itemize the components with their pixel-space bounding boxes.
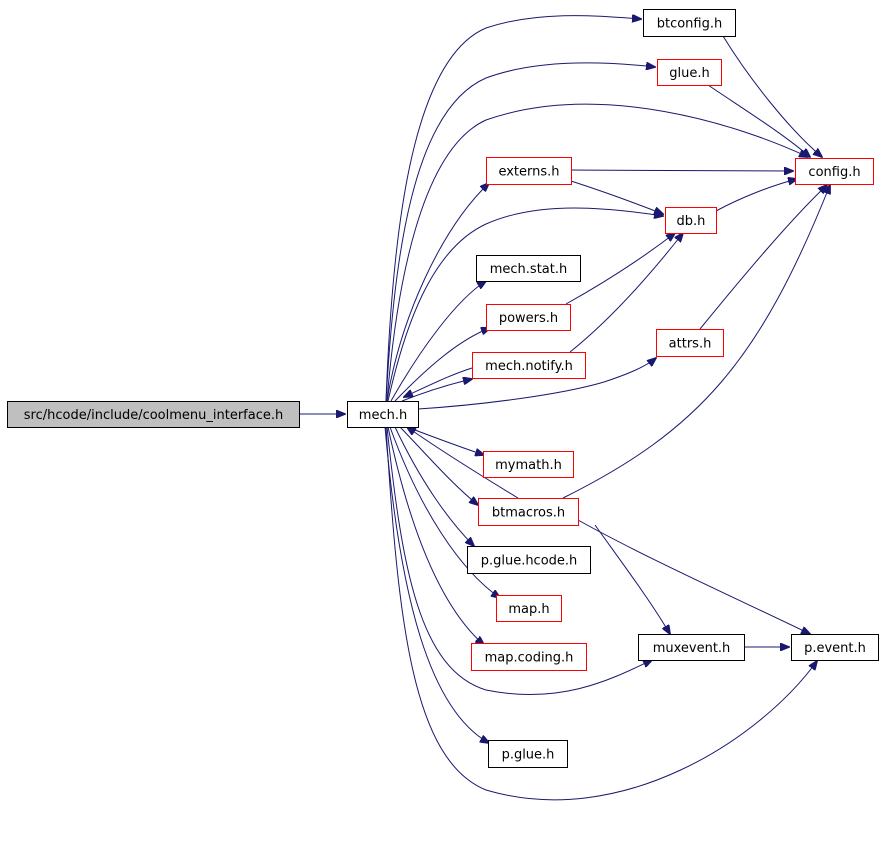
node-pevent-label: p.event.h — [804, 641, 866, 656]
node-pglue-box — [488, 740, 568, 768]
node-btmacros-label: btmacros.h — [492, 506, 565, 521]
node-mechstat[interactable]: mech.stat.h — [476, 255, 581, 282]
edge-btmacros-to-config — [562, 185, 830, 499]
edges-layer — [299, 16, 830, 801]
edge-mech-to-pgluehcode — [394, 426, 474, 546]
node-glue-label: glue.h — [669, 66, 709, 81]
node-mymath-label: mymath.h — [495, 458, 562, 473]
node-mapcoding[interactable]: map.coding.h — [471, 643, 587, 671]
node-mechstat-box — [476, 255, 581, 282]
node-pglue-label: p.glue.h — [502, 748, 555, 763]
node-db-label: db.h — [677, 214, 706, 229]
node-externs-label: externs.h — [498, 165, 559, 180]
node-mech[interactable]: mech.h — [347, 401, 419, 428]
node-mymath-box — [483, 451, 574, 478]
node-config[interactable]: config.h — [795, 158, 874, 185]
node-muxevent[interactable]: muxevent.h — [638, 634, 745, 661]
node-root-box — [7, 401, 300, 428]
node-map[interactable]: map.h — [496, 595, 562, 622]
node-pgluehcode-box — [467, 546, 591, 574]
node-pevent-box — [791, 634, 879, 661]
node-btconfig[interactable]: btconfig.h — [643, 9, 736, 37]
node-pgluehcode-label: p.glue.hcode.h — [481, 554, 578, 569]
node-muxevent-label: muxevent.h — [653, 641, 731, 656]
edge-mech-to-mechstat — [390, 281, 486, 402]
edge-mech-to-pevent — [385, 426, 817, 801]
node-mapcoding-label: map.coding.h — [485, 651, 574, 666]
node-externs[interactable]: externs.h — [486, 157, 572, 185]
edge-mechnotify-to-mech — [404, 367, 473, 397]
edge-mech-to-mapcoding — [387, 426, 484, 645]
edge-mech-to-externs — [386, 183, 489, 402]
node-config-label: config.h — [808, 165, 860, 180]
edge-mech-to-attrs — [417, 358, 656, 410]
node-btconfig-box — [643, 9, 736, 37]
edge-btconfig-to-config — [722, 35, 822, 157]
node-powers-label: powers.h — [499, 311, 558, 326]
node-mymath[interactable]: mymath.h — [483, 451, 574, 478]
node-btmacros-box — [478, 498, 579, 526]
node-attrs-label: attrs.h — [669, 337, 712, 352]
edge-mech-to-db — [387, 207, 663, 402]
edge-glue-to-config — [707, 84, 810, 157]
edge-db-to-config — [715, 179, 797, 212]
node-mechnotify-label: mech.notify.h — [485, 359, 573, 374]
node-map-label: map.h — [508, 602, 549, 617]
node-glue[interactable]: glue.h — [657, 59, 722, 86]
edge-btmacros-to-mech — [407, 427, 519, 499]
edge-powers-to-db — [565, 233, 675, 305]
node-mech-box — [347, 401, 419, 428]
edge-mech-to-mechnotify — [401, 379, 472, 402]
node-mapcoding-box — [471, 643, 587, 671]
nodes-layer: src/hcode/include/coolmenu_interface.h me… — [7, 9, 879, 768]
edge-attrs-to-config — [699, 185, 827, 330]
edge-mechnotify-to-db — [569, 233, 683, 353]
node-attrs[interactable]: attrs.h — [656, 329, 724, 357]
node-mechnotify-box — [472, 352, 586, 379]
node-attrs-box — [656, 329, 724, 357]
edge-externs-to-db — [570, 180, 663, 214]
node-root-label: src/hcode/include/coolmenu_interface.h — [24, 408, 283, 423]
node-btmacros[interactable]: btmacros.h — [478, 498, 579, 526]
edge-mech-to-muxevent — [386, 426, 652, 696]
edge-mech-to-map — [389, 426, 500, 598]
node-mechstat-label: mech.stat.h — [490, 262, 568, 277]
edge-mech-to-glue — [385, 63, 655, 402]
node-powers[interactable]: powers.h — [486, 304, 571, 331]
edge-mech-to-pglue — [384, 426, 489, 743]
node-pevent[interactable]: p.event.h — [791, 634, 879, 661]
node-mechnotify[interactable]: mech.notify.h — [472, 352, 586, 379]
edge-mech-to-mymath — [406, 426, 484, 455]
edge-mech-to-btmacros — [399, 426, 478, 505]
edge-btmacros-to-muxevent — [594, 524, 670, 634]
node-muxevent-box — [638, 634, 745, 661]
node-pglue[interactable]: p.glue.h — [488, 740, 568, 768]
edge-mech-to-config — [386, 103, 808, 402]
node-glue-box — [657, 59, 722, 86]
node-root: src/hcode/include/coolmenu_interface.h — [7, 401, 300, 428]
node-db[interactable]: db.h — [665, 207, 717, 234]
node-map-box — [496, 595, 562, 622]
node-db-box — [665, 207, 717, 234]
node-config-box — [795, 158, 874, 185]
node-pgluehcode[interactable]: p.glue.hcode.h — [467, 546, 591, 574]
node-powers-box — [486, 304, 571, 331]
edge-btmacros-to-pevent — [577, 519, 810, 634]
node-btconfig-label: btconfig.h — [657, 17, 723, 32]
node-externs-box — [486, 157, 572, 185]
node-mech-label: mech.h — [359, 408, 407, 423]
edge-mech-to-btconfig — [385, 16, 641, 402]
edge-externs-to-config — [570, 170, 793, 171]
